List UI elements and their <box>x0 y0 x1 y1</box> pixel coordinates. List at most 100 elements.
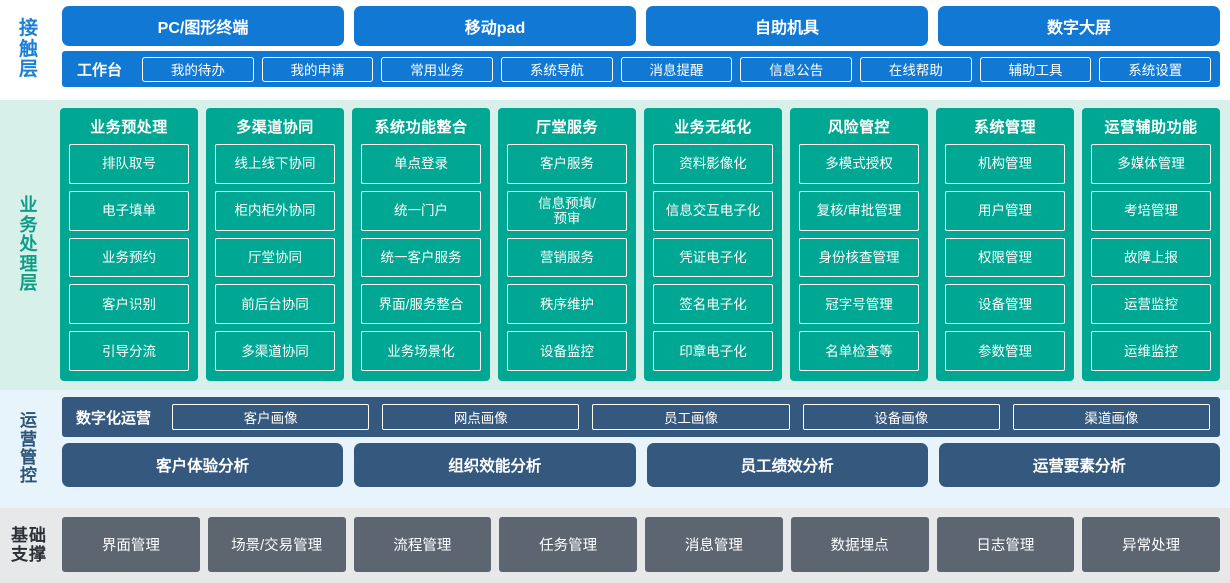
business-item[interactable]: 印章电子化 <box>653 331 773 371</box>
analysis-card-customer-experience[interactable]: 客户体验分析 <box>62 443 344 487</box>
operations-layer-label-text: 运营管控 <box>20 411 38 486</box>
business-item[interactable]: 统一客户服务 <box>361 237 481 278</box>
business-item[interactable]: 信息交互电子化 <box>653 190 773 231</box>
business-item[interactable]: 设备管理 <box>945 284 1065 325</box>
channel-card-label: 移动pad <box>464 20 526 37</box>
portrait-item-device[interactable]: 设备画像 <box>802 404 1000 430</box>
workbench-item-aux-tools[interactable]: 辅助工具 <box>979 56 1092 82</box>
business-item[interactable]: 界面/服务整合 <box>361 284 481 325</box>
business-item[interactable]: 多媒体管理 <box>1091 144 1211 184</box>
workbench-item-system-settings[interactable]: 系统设置 <box>1099 56 1212 82</box>
business-item[interactable]: 单点登录 <box>361 144 481 184</box>
business-item[interactable]: 线上线下协同 <box>215 144 335 184</box>
contact-layer-label: 接触层 <box>0 0 58 100</box>
foundation-item-ui-management[interactable]: 界面管理 <box>62 517 200 572</box>
operations-layer: 运营管控 数字化运营 客户画像 网点画像 员工画像 设备画像 渠道画像 客户体验… <box>0 390 1230 508</box>
business-item[interactable]: 前后台协同 <box>215 284 335 325</box>
workbench-item-system-nav[interactable]: 系统导航 <box>501 56 613 82</box>
business-item[interactable]: 多模式授权 <box>799 144 919 184</box>
analysis-card-label: 组织效能分析 <box>448 458 542 475</box>
business-item[interactable]: 秩序维护 <box>507 284 627 325</box>
foundation-layer-label-text: 基础支撑 <box>11 526 47 564</box>
channel-card-label: PC/图形终端 <box>157 20 249 37</box>
business-item[interactable]: 运维监控 <box>1091 331 1211 371</box>
foundation-item-task-management[interactable]: 任务管理 <box>499 517 637 572</box>
foundation-item-exception-handling[interactable]: 异常处理 <box>1082 517 1220 572</box>
foundation-item-process-management[interactable]: 流程管理 <box>353 517 492 572</box>
analysis-card-operation-factors[interactable]: 运营要素分析 <box>938 443 1220 487</box>
channel-card-pc[interactable]: PC/图形终端 <box>62 6 344 46</box>
business-item[interactable]: 电子填单 <box>69 190 189 231</box>
business-item[interactable]: 名单检查等 <box>799 331 919 371</box>
workbench-item-common-business[interactable]: 常用业务 <box>381 56 494 82</box>
workbench-item-message-alert[interactable]: 消息提醒 <box>620 56 733 82</box>
portrait-item-channel[interactable]: 渠道画像 <box>1012 404 1211 430</box>
analysis-card-label: 员工绩效分析 <box>740 458 834 475</box>
business-item[interactable]: 考培管理 <box>1091 190 1211 231</box>
analysis-card-label: 运营要素分析 <box>1032 458 1126 475</box>
business-item[interactable]: 机构管理 <box>945 144 1065 184</box>
portrait-item-employee[interactable]: 员工画像 <box>592 404 790 430</box>
channel-card-pad[interactable]: 移动pad <box>354 6 636 46</box>
business-layer-label-text: 业务处理层 <box>19 195 39 294</box>
business-column-lobby-service: 厅堂服务 客户服务 信息预填/ 预审 营销服务 秩序维护 设备监控 <box>498 108 636 381</box>
business-item[interactable]: 多渠道协同 <box>215 331 335 371</box>
business-column-items: 资料影像化 信息交互电子化 凭证电子化 签名电子化 印章电子化 <box>653 144 773 371</box>
foundation-layer-label: 基础支撑 <box>0 508 58 583</box>
business-item[interactable]: 柜内柜外协同 <box>215 190 335 231</box>
digital-operations-title: 数字化运营 <box>76 409 152 427</box>
analysis-card-org-efficiency[interactable]: 组织效能分析 <box>354 443 636 487</box>
channel-card-kiosk[interactable]: 自助机具 <box>646 6 928 46</box>
business-column-items: 多模式授权 复核/审批管理 身份核查管理 冠字号管理 名单检查等 <box>799 144 919 371</box>
analysis-row: 客户体验分析 组织效能分析 员工绩效分析 运营要素分析 <box>62 443 1220 487</box>
business-item[interactable]: 统一门户 <box>361 190 481 231</box>
business-column-title: 系统功能整合 <box>374 119 468 136</box>
workbench-title: 工作台 <box>77 61 123 79</box>
business-item[interactable]: 权限管理 <box>945 237 1065 278</box>
business-item[interactable]: 客户服务 <box>507 144 627 184</box>
business-layer: 业务处理层 业务预处理 排队取号 电子填单 业务预约 客户识别 引导分流 多渠道… <box>0 100 1230 390</box>
business-column-title: 多渠道协同 <box>236 119 314 136</box>
business-column-items: 客户服务 信息预填/ 预审 营销服务 秩序维护 设备监控 <box>507 144 627 371</box>
business-item[interactable]: 身份核查管理 <box>799 237 919 278</box>
business-item[interactable]: 复核/审批管理 <box>799 190 919 231</box>
business-column-title: 厅堂服务 <box>535 119 598 136</box>
business-item[interactable]: 凭证电子化 <box>653 237 773 278</box>
business-item[interactable]: 签名电子化 <box>653 284 773 325</box>
foundation-item-log-management[interactable]: 日志管理 <box>936 517 1075 572</box>
business-item[interactable]: 引导分流 <box>69 331 189 371</box>
business-item[interactable]: 排队取号 <box>69 144 189 184</box>
business-layer-label: 业务处理层 <box>0 100 58 390</box>
business-item[interactable]: 运营监控 <box>1091 284 1211 325</box>
business-column-title: 运营辅助功能 <box>1104 119 1198 136</box>
business-item[interactable]: 资料影像化 <box>653 144 773 184</box>
workbench-item-todo[interactable]: 我的待办 <box>142 56 254 82</box>
business-column-title: 风险管控 <box>827 119 890 136</box>
workbench-item-application[interactable]: 我的申请 <box>261 56 374 82</box>
workbench-item-online-help[interactable]: 在线帮助 <box>860 56 972 82</box>
portrait-item-branch[interactable]: 网点画像 <box>382 404 580 430</box>
business-item[interactable]: 故障上报 <box>1091 237 1211 278</box>
business-item[interactable]: 业务预约 <box>69 237 189 278</box>
foundation-item-scene-transaction[interactable]: 场景/交易管理 <box>207 517 346 572</box>
business-item[interactable]: 冠字号管理 <box>799 284 919 325</box>
business-column-items: 线上线下协同 柜内柜外协同 厅堂协同 前后台协同 多渠道协同 <box>215 144 335 371</box>
business-item[interactable]: 厅堂协同 <box>215 237 335 278</box>
business-item[interactable]: 营销服务 <box>507 237 627 278</box>
business-column-items: 机构管理 用户管理 权限管理 设备管理 参数管理 <box>945 144 1065 371</box>
analysis-card-employee-performance[interactable]: 员工绩效分析 <box>646 443 928 487</box>
business-item[interactable]: 用户管理 <box>945 190 1065 231</box>
business-item[interactable]: 信息预填/ 预审 <box>507 190 627 231</box>
portrait-item-customer[interactable]: 客户画像 <box>172 404 370 430</box>
business-item[interactable]: 业务场景化 <box>361 331 481 371</box>
business-item[interactable]: 参数管理 <box>945 331 1065 371</box>
business-column-items: 单点登录 统一门户 统一客户服务 界面/服务整合 业务场景化 <box>361 144 481 371</box>
foundation-item-message-management[interactable]: 消息管理 <box>645 517 783 572</box>
business-item[interactable]: 设备监控 <box>507 331 627 371</box>
channel-card-bigscreen[interactable]: 数字大屏 <box>938 6 1220 46</box>
foundation-item-data-tracking[interactable]: 数据埋点 <box>790 517 929 572</box>
workbench-item-announcement[interactable]: 信息公告 <box>740 56 853 82</box>
business-item[interactable]: 客户识别 <box>69 284 189 325</box>
analysis-card-label: 客户体验分析 <box>156 458 250 475</box>
